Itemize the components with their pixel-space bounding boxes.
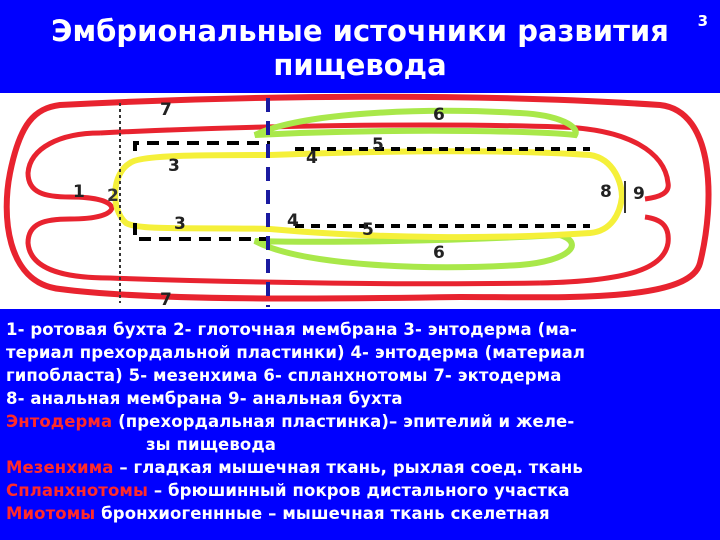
label-7-top: 7 [160,100,172,120]
endoderm-tube [112,148,626,241]
label-4-bottom: 4 [287,211,299,231]
title-line-1: Эмбриональные источники развития [51,14,669,48]
label-9: 9 [633,184,645,204]
caption-line-3: гипобласта) 5- мезенхима 6- спланхнотомы… [6,366,562,385]
myotomes-desc: бронхиогеннные – мышечная ткань скелетна… [95,504,550,523]
label-8: 8 [600,182,612,202]
caption-line-5: Энтодерма (прехордальная пластинка)– эпи… [6,410,718,433]
caption-line-1: 1- ротовая бухта 2- глоточная мембрана 3… [6,320,577,339]
title-line-2: пищевода [273,48,447,82]
label-2: 2 [107,186,119,206]
slide-title: Эмбриональные источники развития пищевод… [40,14,680,82]
label-5-top: 5 [372,135,384,155]
label-3-bottom: 3 [174,214,186,234]
label-5-bottom: 5 [362,220,374,240]
slide-number: 3 [697,12,708,30]
splanchnotome-top [253,107,579,139]
ectoderm-outline [3,93,712,302]
splanchnotome-bottom [253,231,575,271]
label-7-bottom: 7 [160,290,172,309]
mesenchyme-desc: – гладкая мышечная ткань, рыхлая соед. т… [113,458,583,477]
endoderm-desc: (прехордальная пластинка)– эпителий и же… [112,412,575,431]
diagram-drawing: 7 6 5 4 3 1 2 8 9 3 4 5 6 7 [3,93,712,309]
term-mesenchyme: Мезенхима [6,458,114,477]
caption-line-2: териал прехордальной пластинки) 4- энтод… [6,343,586,362]
ectoderm-inner-right [539,214,671,286]
term-splanchnotomes: Спланхнотомы [6,481,149,500]
label-6-top: 6 [433,105,445,125]
caption-line-6: зы пищевода [146,435,276,454]
splanchnotomes-desc: – брюшинный покров дистального участка [148,481,570,500]
embryo-diagram: 7 6 5 4 3 1 2 8 9 3 4 5 6 7 [0,93,720,309]
term-endoderm: Энтодерма [6,412,113,431]
caption-line-4: 8- анальная мембрана 9- анальная бухта [6,389,403,408]
label-4-top: 4 [306,148,318,168]
ectoderm-inner-left [25,130,541,287]
caption-line-9: Миотомы бронхиогеннные – мышечная ткань … [6,502,718,525]
caption-line-7: Мезенхима – гладкая мышечная ткань, рыхл… [6,456,718,479]
label-3-top: 3 [168,156,180,176]
label-6-bottom: 6 [433,243,445,263]
label-1: 1 [73,182,85,202]
caption: 1- ротовая бухта 2- глоточная мембрана 3… [6,318,718,525]
ectoderm-inner-top [99,122,671,202]
prechordal-top-dash [133,141,270,151]
term-myotomes: Миотомы [6,504,96,523]
caption-line-8: Спланхнотомы – брюшинный покров дистальн… [6,479,718,502]
prechordal-bottom-dash [133,223,270,241]
